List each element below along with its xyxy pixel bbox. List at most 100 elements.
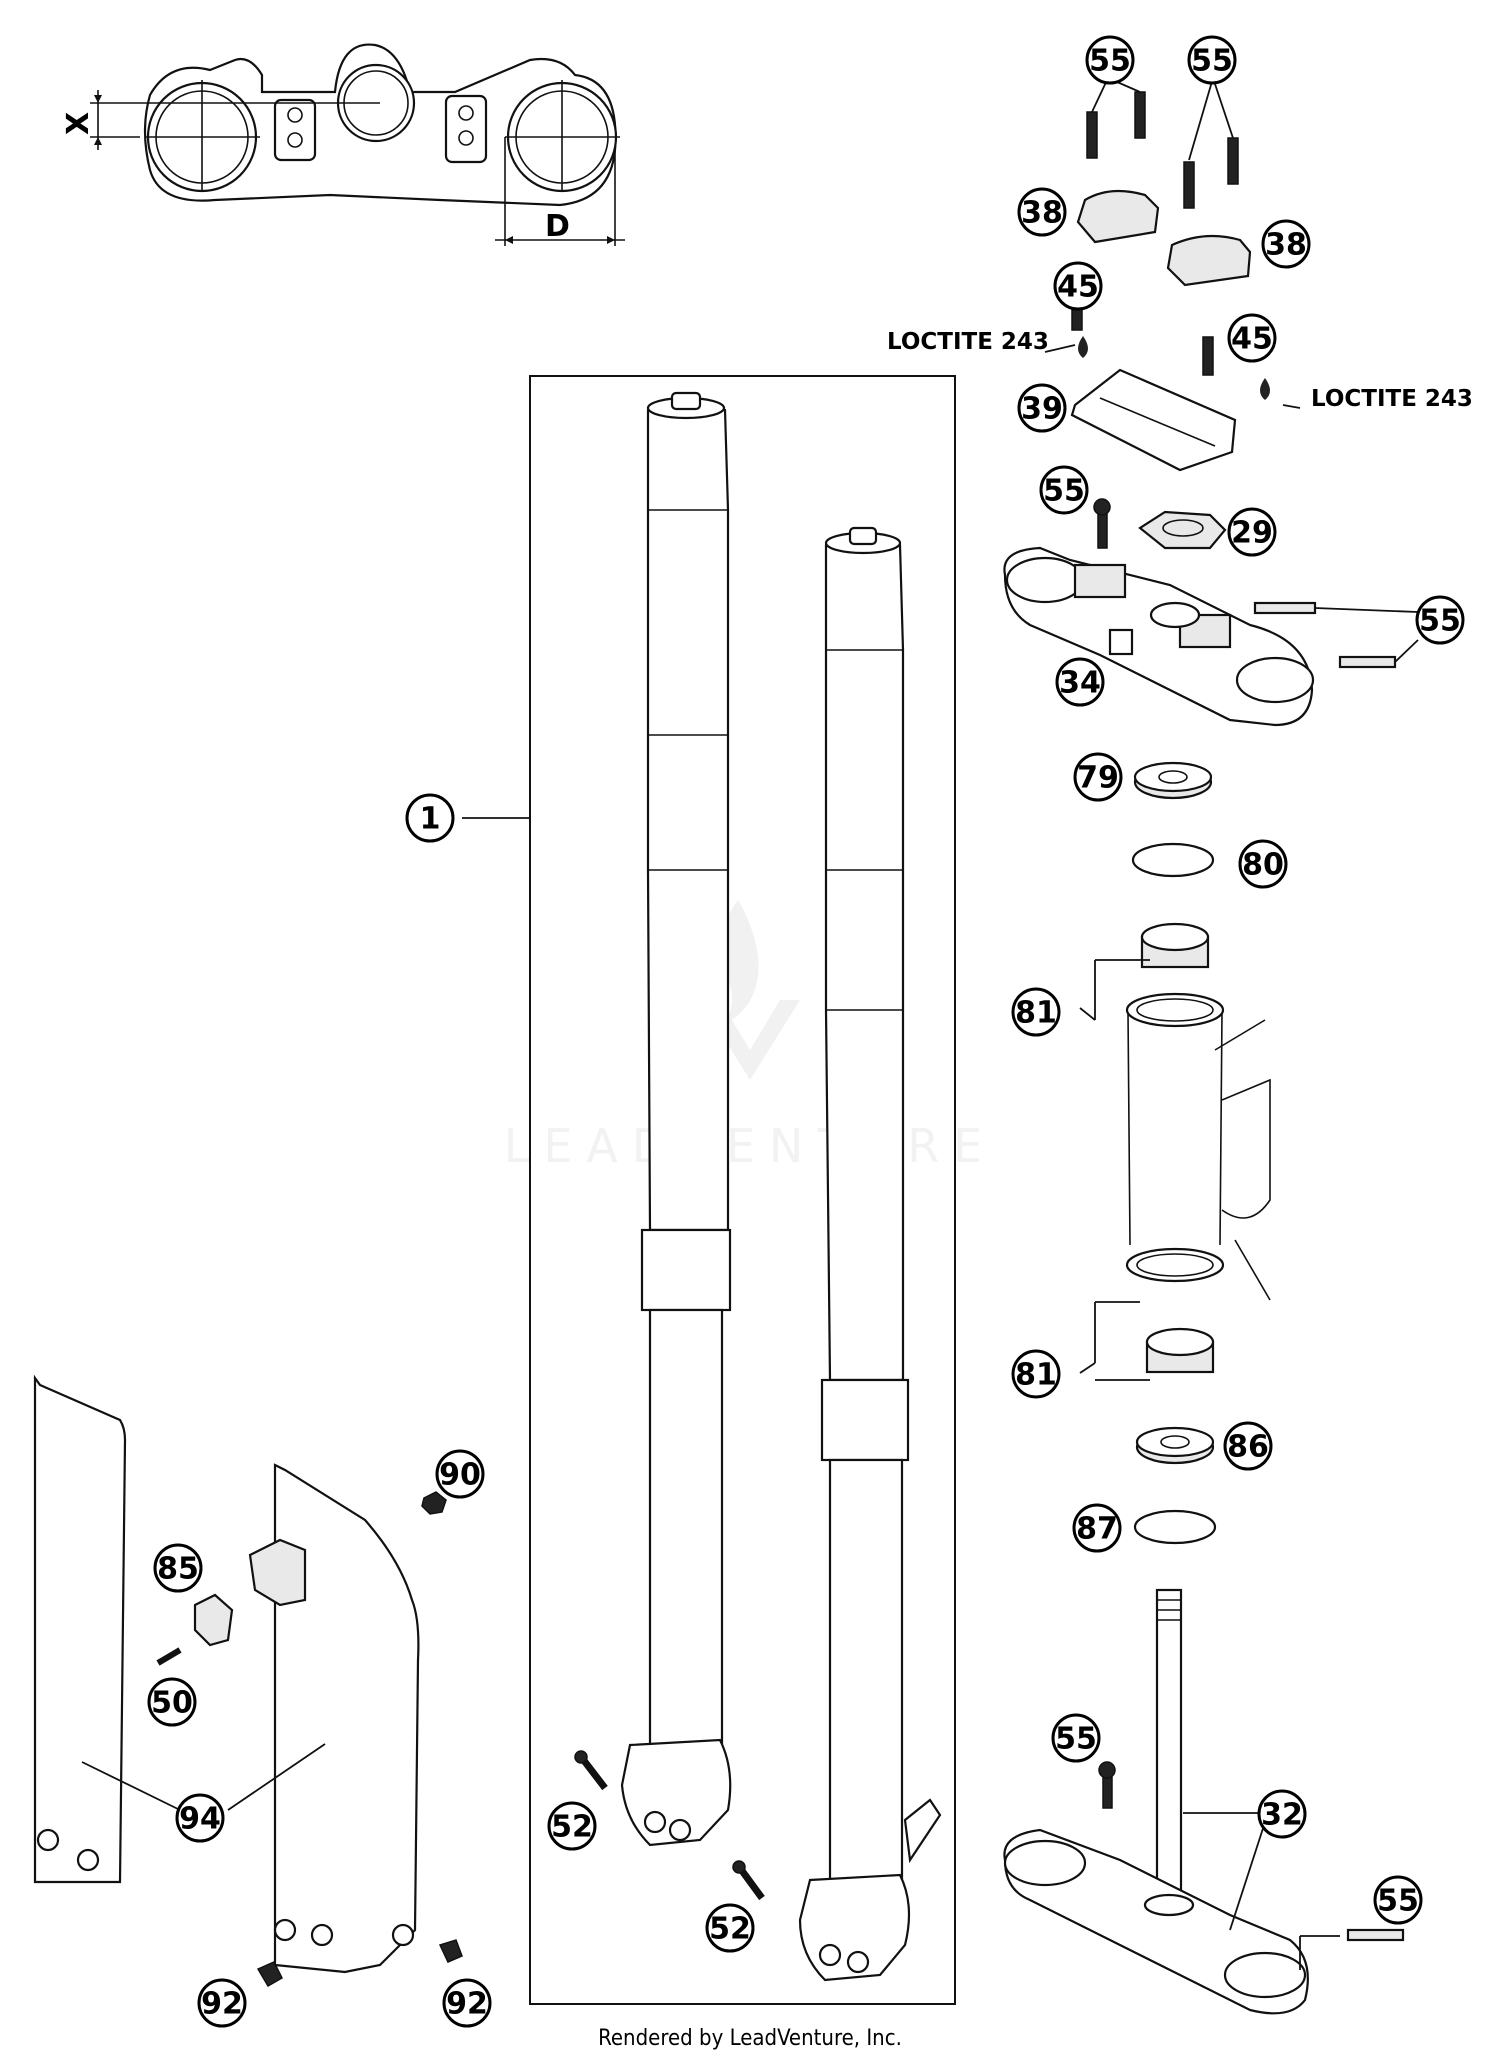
fork-assembly bbox=[462, 375, 956, 2005]
callout-circle bbox=[1073, 752, 1123, 802]
callout-52: 52 bbox=[705, 1903, 755, 1953]
callout-55: 55 bbox=[1039, 465, 1089, 515]
callout-number: 39 bbox=[1021, 392, 1063, 427]
callout-circle bbox=[1039, 465, 1089, 515]
callout-circle bbox=[1011, 987, 1061, 1037]
callout-number: 50 bbox=[151, 1686, 193, 1721]
callout-number: 92 bbox=[446, 1987, 488, 2022]
callout-87: 87 bbox=[1072, 1503, 1122, 1553]
callout-circle bbox=[1223, 1421, 1273, 1471]
callout-number: 55 bbox=[1055, 1722, 1097, 1757]
callout-circle bbox=[1238, 839, 1288, 889]
callout-circle bbox=[405, 793, 455, 843]
fork-guards bbox=[33, 1374, 463, 1988]
callout-number: 38 bbox=[1265, 228, 1307, 263]
callout-number: 29 bbox=[1231, 516, 1273, 551]
callout-number: 45 bbox=[1057, 270, 1099, 305]
handlebar-clamps bbox=[1044, 77, 1301, 472]
callout-circle bbox=[1055, 657, 1105, 707]
upper-triple-clamp bbox=[1003, 498, 1419, 727]
callout-55: 55 bbox=[1415, 595, 1465, 645]
callout-79: 79 bbox=[1073, 752, 1123, 802]
callout-number: 38 bbox=[1021, 196, 1063, 231]
callout-number: 86 bbox=[1227, 1430, 1269, 1465]
callout-number: 34 bbox=[1059, 666, 1101, 701]
callout-circle bbox=[197, 1978, 247, 2028]
callout-85: 85 bbox=[153, 1543, 203, 1593]
callout-circle bbox=[435, 1449, 485, 1499]
callout-circle bbox=[547, 1801, 597, 1851]
callout-number: 79 bbox=[1077, 761, 1119, 796]
callout-circle bbox=[1257, 1789, 1307, 1839]
callout-34: 34 bbox=[1055, 657, 1105, 707]
callout-92: 92 bbox=[197, 1978, 247, 2028]
callout-number: 80 bbox=[1242, 848, 1284, 883]
lower-triple-clamp bbox=[1003, 1588, 1405, 2015]
loctite-label-left: LOCTITE 243 bbox=[887, 329, 1049, 355]
callout-number: 92 bbox=[201, 1987, 243, 2022]
callout-circle bbox=[1017, 187, 1067, 237]
triple-clamp-plan-view: X D bbox=[61, 43, 625, 246]
loctite-label-right-group: LOCTITE 243 bbox=[1311, 386, 1473, 412]
callout-55: 55 bbox=[1085, 35, 1135, 85]
watermark-text: LEADVENTURE bbox=[504, 1119, 997, 1173]
callout-circle bbox=[1261, 219, 1311, 269]
callout-55: 55 bbox=[1187, 35, 1237, 85]
callout-circle bbox=[147, 1677, 197, 1727]
callout-29: 29 bbox=[1227, 507, 1277, 557]
steering-bearings bbox=[1079, 761, 1271, 1545]
callout-55: 55 bbox=[1373, 1875, 1423, 1925]
callout-circle bbox=[1187, 35, 1237, 85]
bolt-52-left bbox=[574, 1750, 608, 1791]
dimension-d-label: D bbox=[545, 209, 570, 244]
callout-81: 81 bbox=[1011, 987, 1061, 1037]
callout-circle bbox=[1011, 1349, 1061, 1399]
bolt-52-right bbox=[732, 1860, 765, 1901]
callout-80: 80 bbox=[1238, 839, 1288, 889]
callout-number: 55 bbox=[1089, 44, 1131, 79]
callout-45: 45 bbox=[1053, 261, 1103, 311]
callout-number: 90 bbox=[439, 1458, 481, 1493]
callout-45: 45 bbox=[1227, 313, 1277, 363]
callout-circle bbox=[1227, 313, 1277, 363]
callout-38: 38 bbox=[1017, 187, 1067, 237]
callout-circle bbox=[705, 1903, 755, 1953]
callout-circle bbox=[1415, 595, 1465, 645]
loctite-label-right: LOCTITE 243 bbox=[1311, 386, 1473, 412]
callout-32: 32 bbox=[1257, 1789, 1307, 1839]
callout-number: 55 bbox=[1419, 604, 1461, 639]
callout-number: 55 bbox=[1377, 1884, 1419, 1919]
callout-circle bbox=[1051, 1713, 1101, 1763]
callout-number: 32 bbox=[1261, 1798, 1303, 1833]
callout-39: 39 bbox=[1017, 383, 1067, 433]
callout-90: 90 bbox=[435, 1449, 485, 1499]
callout-1: 1 bbox=[405, 793, 455, 843]
callout-38: 38 bbox=[1261, 219, 1311, 269]
callout-circle bbox=[1072, 1503, 1122, 1553]
callout-number: 55 bbox=[1191, 44, 1233, 79]
footer-credit: Rendered by LeadVenture, Inc. bbox=[598, 2026, 902, 2051]
callout-number: 52 bbox=[551, 1810, 593, 1845]
callout-circle bbox=[175, 1793, 225, 1843]
callout-number: 81 bbox=[1015, 1358, 1057, 1393]
callout-number: 1 bbox=[420, 802, 441, 837]
loctite-label-left-group: LOCTITE 243 bbox=[887, 329, 1049, 355]
callout-50: 50 bbox=[147, 1677, 197, 1727]
callout-circle bbox=[442, 1978, 492, 2028]
callout-number: 85 bbox=[157, 1552, 199, 1587]
callout-circle bbox=[1227, 507, 1277, 557]
callout-81: 81 bbox=[1011, 1349, 1061, 1399]
callout-55: 55 bbox=[1051, 1713, 1101, 1763]
callout-86: 86 bbox=[1223, 1421, 1273, 1471]
callout-circle bbox=[1053, 261, 1103, 311]
callout-number: 94 bbox=[179, 1802, 221, 1837]
callout-layer: 1 55 55 38 38 45 45 39 55 29 55 34 79 80 81 81 86 87 55 32 5… bbox=[147, 35, 1465, 2028]
callout-circle bbox=[1085, 35, 1135, 85]
callout-circle bbox=[153, 1543, 203, 1593]
callout-number: 87 bbox=[1076, 1512, 1118, 1547]
callout-92: 92 bbox=[442, 1978, 492, 2028]
callout-circle bbox=[1017, 383, 1067, 433]
callout-52: 52 bbox=[547, 1801, 597, 1851]
watermark-logo: LEADVENTURE bbox=[504, 900, 997, 1173]
